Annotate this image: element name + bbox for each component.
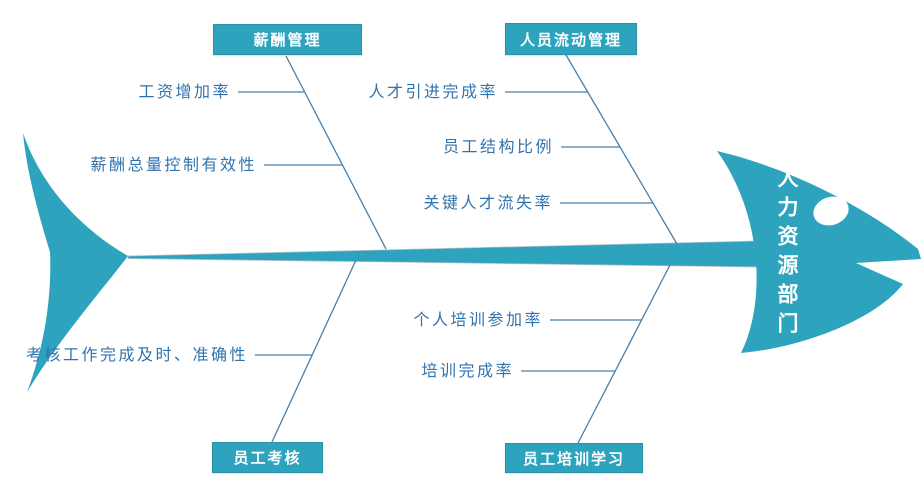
effect-title: 人力资源部门 [775, 167, 799, 341]
category-box-employee-training: 员工培训学习 [505, 443, 643, 473]
cause-label: 培训完成率 [421, 361, 514, 380]
branch-line-bottom-left [271, 259, 357, 443]
category-box-salary-management: 薪酬管理 [213, 24, 362, 55]
fish-tail-shape [23, 133, 128, 392]
cause-label: 考核工作完成及时、准确性 [25, 345, 248, 364]
cause-label: 员工结构比例 [442, 137, 554, 156]
fish-head-shape [717, 151, 921, 353]
cause-label: 人才引进完成率 [368, 82, 498, 101]
cause-label: 关键人才流失率 [423, 193, 553, 212]
cause-label: 薪酬总量控制有效性 [90, 155, 257, 174]
branch-line-top-right [565, 54, 678, 245]
branch-line-bottom-right [577, 264, 671, 444]
fish-spine [127, 240, 759, 268]
cause-label: 工资增加率 [138, 82, 231, 101]
cause-label: 个人培训参加率 [413, 310, 543, 329]
category-box-employee-assessment: 员工考核 [212, 442, 323, 473]
category-box-personnel-flow-management: 人员流动管理 [505, 23, 637, 55]
branch-line-top-left [285, 55, 387, 250]
fish-eye-icon [813, 196, 849, 226]
